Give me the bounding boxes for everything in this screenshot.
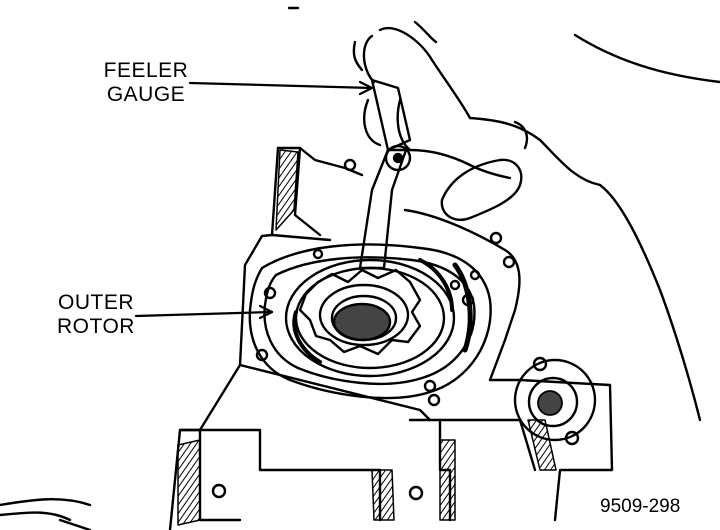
rotor-leader-line [134,310,274,318]
casing-arc [573,33,720,84]
rotor-arrowhead [258,304,274,320]
side-port [513,358,597,442]
feeler-gauge-label-line1: FEELER [103,59,189,82]
feeler-arrowhead [358,80,374,96]
outer-rotor-label-line1: OUTER [58,291,134,314]
feeler-gauge-tool [358,78,412,270]
pump-housing [0,146,614,530]
hand [352,20,702,422]
gasket-plate [248,243,492,400]
rotor-shadow [452,262,473,353]
figure-number: 9509-298 [600,496,681,517]
outer-rotor-label: OUTER ROTOR [50,291,142,339]
feeler-leader-line [188,81,374,90]
outer-rotor [284,258,456,378]
inner-rotor [298,268,422,356]
outer-rotor-label-line2: ROTOR [57,315,135,338]
feeler-gauge-label: FEELER GAUGE [100,59,192,107]
feeler-gauge-label-line2: GAUGE [106,83,186,106]
